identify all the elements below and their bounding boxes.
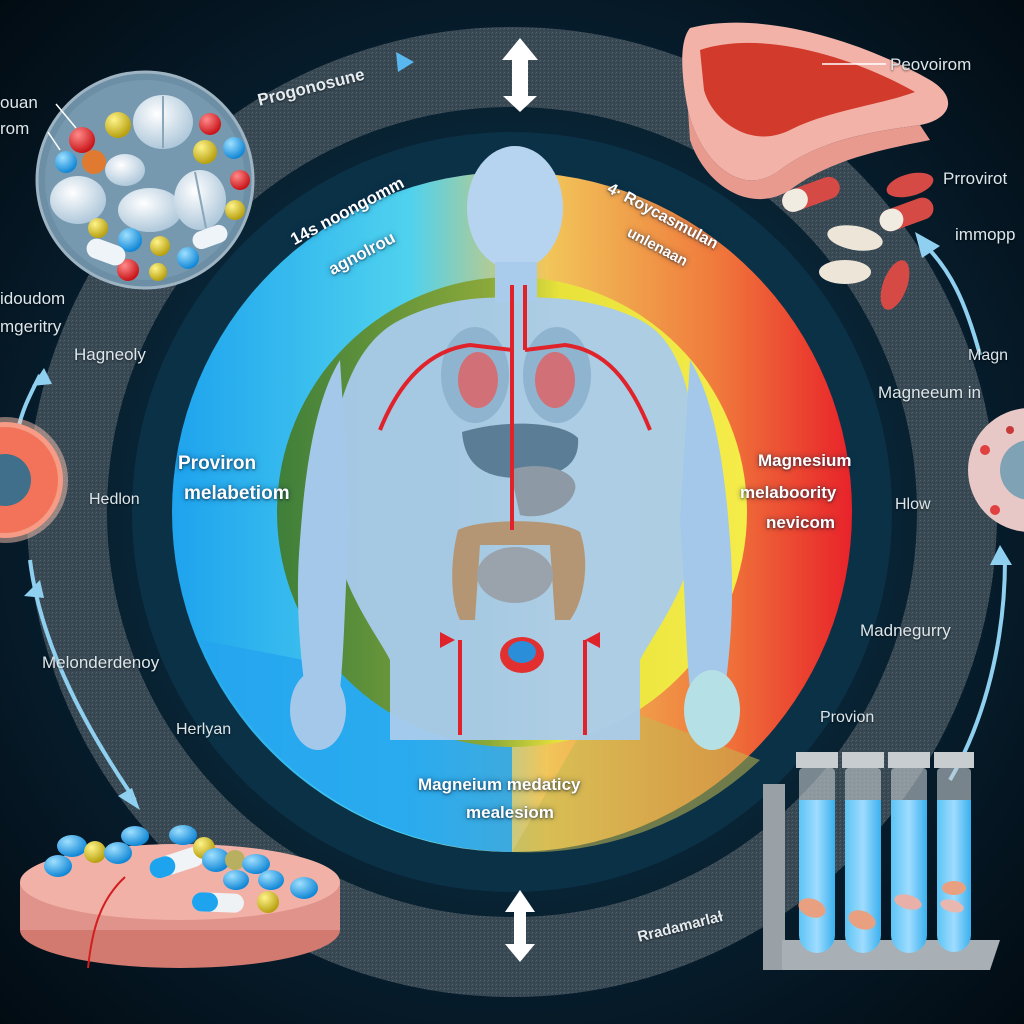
test-tube-rack-icon xyxy=(763,752,1000,970)
left-arrow-head-top-icon xyxy=(32,368,52,386)
right-arrow-head-bottom-icon xyxy=(990,545,1012,565)
left-cell-ring-icon xyxy=(0,417,68,543)
label-top-right-callout: Peovoirom xyxy=(890,55,972,74)
label-inner-left-1: Proviron xyxy=(178,453,257,474)
label-inner-left-2: melabetiom xyxy=(184,483,290,504)
pill-plate-icon xyxy=(20,825,340,969)
label-inner-bottom-1: Magneium medaticy xyxy=(418,775,581,794)
label-top-left-1: ouan xyxy=(0,93,38,112)
label-inner-right-1: Magnesium xyxy=(758,451,852,470)
label-right-bottom: Provion xyxy=(820,709,875,726)
label-right-mid-3: Hlow xyxy=(895,496,931,513)
label-right-lower: Madnegurry xyxy=(860,621,951,640)
label-inner-right-2: melaboority xyxy=(740,483,837,502)
test-tube xyxy=(888,752,930,953)
test-tube xyxy=(842,752,884,953)
right-arrow-head-top-icon xyxy=(915,232,940,258)
human-figure-icon xyxy=(290,146,740,750)
tissue-cross-section-icon xyxy=(682,22,949,200)
label-right-mid-1: Magn xyxy=(968,347,1009,364)
label-left-bottom: Herlyan xyxy=(176,721,232,738)
left-arrow-head-mid-icon xyxy=(24,580,44,598)
label-left-upper-3: Hagneoly xyxy=(74,345,146,364)
pill-bowl-icon xyxy=(35,70,255,290)
label-inner-bottom-2: mealesiom xyxy=(466,803,554,822)
test-tube xyxy=(796,752,838,953)
top-double-arrow-icon xyxy=(502,38,538,112)
test-tube xyxy=(934,752,974,952)
label-left-mid: Hedlon xyxy=(89,491,140,508)
label-right-upper-2: immopp xyxy=(955,225,1016,244)
capsules-icon xyxy=(782,172,934,310)
label-left-upper-2: mgeritry xyxy=(0,317,62,336)
label-right-upper-1: Prrovirot xyxy=(943,169,1008,188)
left-arrow-head-bottom-icon xyxy=(118,788,140,810)
label-top-left-2: rom xyxy=(0,119,30,138)
label-left-upper-1: idoudom xyxy=(0,289,66,308)
right-cell-ring-icon xyxy=(968,408,1024,532)
label-right-mid-2: Magneeum in xyxy=(878,383,982,402)
label-inner-right-3: nevicom xyxy=(766,513,835,532)
bottom-double-arrow-icon xyxy=(505,890,535,962)
label-left-lower: Melonderdenoy xyxy=(42,653,160,672)
arc-top-pointer-icon xyxy=(396,52,414,72)
